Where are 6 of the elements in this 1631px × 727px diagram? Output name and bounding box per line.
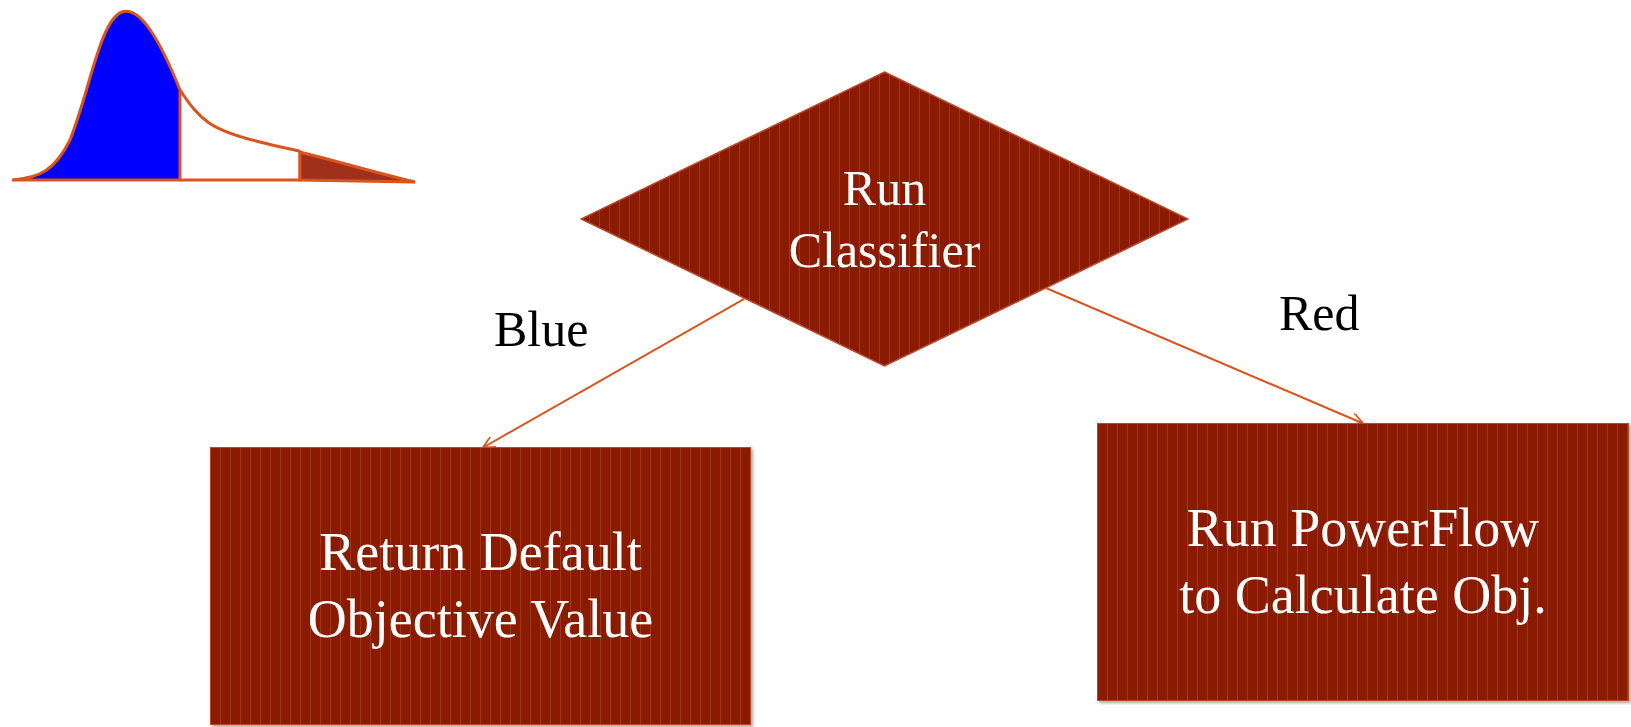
arrow (482, 297, 746, 449)
node-text: Run Classifier (787, 158, 982, 280)
process-box (1097, 423, 1629, 701)
node-text: Run PowerFlow to Calculate Obj. (1178, 496, 1548, 627)
node-text: Return Default Objective Value (306, 520, 655, 651)
process-box (210, 447, 751, 725)
